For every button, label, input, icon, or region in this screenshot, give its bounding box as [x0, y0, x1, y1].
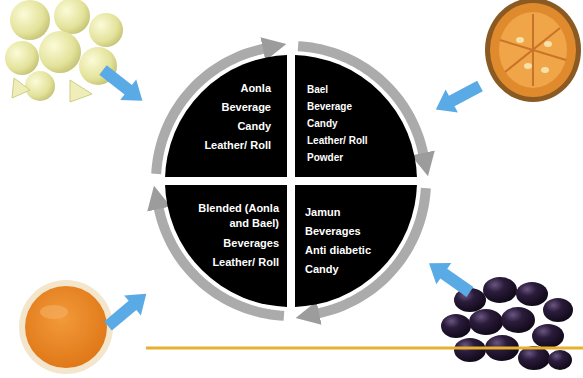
product-item: Beverages — [305, 222, 371, 241]
juice-picture — [19, 280, 113, 374]
text-group: AonlaBeverageCandyLeather/ Roll — [204, 79, 271, 155]
pointer-arrows — [95, 60, 486, 336]
quadrant-segment: JamunBeveragesAnti diabeticCandy — [295, 185, 417, 307]
product-item: Beverage — [307, 98, 368, 115]
product-item: Candy — [307, 115, 368, 132]
quadrant-fill — [165, 185, 287, 307]
product-item: Beverage — [204, 98, 271, 117]
bael-picture — [485, 0, 581, 102]
quadrant-segment: AonlaBeverageCandyLeather/ Roll — [165, 55, 287, 177]
quadrant-fill — [165, 55, 287, 177]
quadrant-segment: Blended (Aonla and Bael) BeveragesLeather… — [165, 185, 287, 307]
quadrant-fill — [295, 185, 417, 307]
product-item: Powder — [307, 149, 368, 166]
text-group: JamunBeveragesAnti diabeticCandy — [305, 203, 371, 279]
quadrant-fill — [295, 55, 417, 177]
gold-rule — [146, 347, 583, 350]
text-group: Blended (Aonla and Bael) BeveragesLeather… — [183, 201, 279, 272]
product-item: Anti diabetic — [305, 241, 371, 260]
quadrant-shape — [165, 55, 287, 177]
product-item: Leather/ Roll — [204, 136, 271, 155]
product-item: Leather/ Roll — [183, 253, 279, 272]
text-group: BaelBeverageCandyLeather/ RollPowder — [307, 81, 368, 166]
aonla-picture — [5, 0, 123, 102]
quadrant-heading: Aonla — [204, 79, 271, 98]
product-item: Candy — [204, 117, 271, 136]
quadrant-heading: Bael — [307, 81, 368, 98]
product-item: Leather/ Roll — [307, 132, 368, 149]
quadrant-segment: BaelBeverageCandyLeather/ RollPowder — [295, 55, 417, 177]
product-item: Candy — [305, 260, 371, 279]
quadrant-heading: Blended (Aonla and Bael) — [183, 201, 279, 231]
quadrant-heading: Jamun — [305, 203, 371, 222]
product-item: Beverages — [183, 234, 279, 253]
